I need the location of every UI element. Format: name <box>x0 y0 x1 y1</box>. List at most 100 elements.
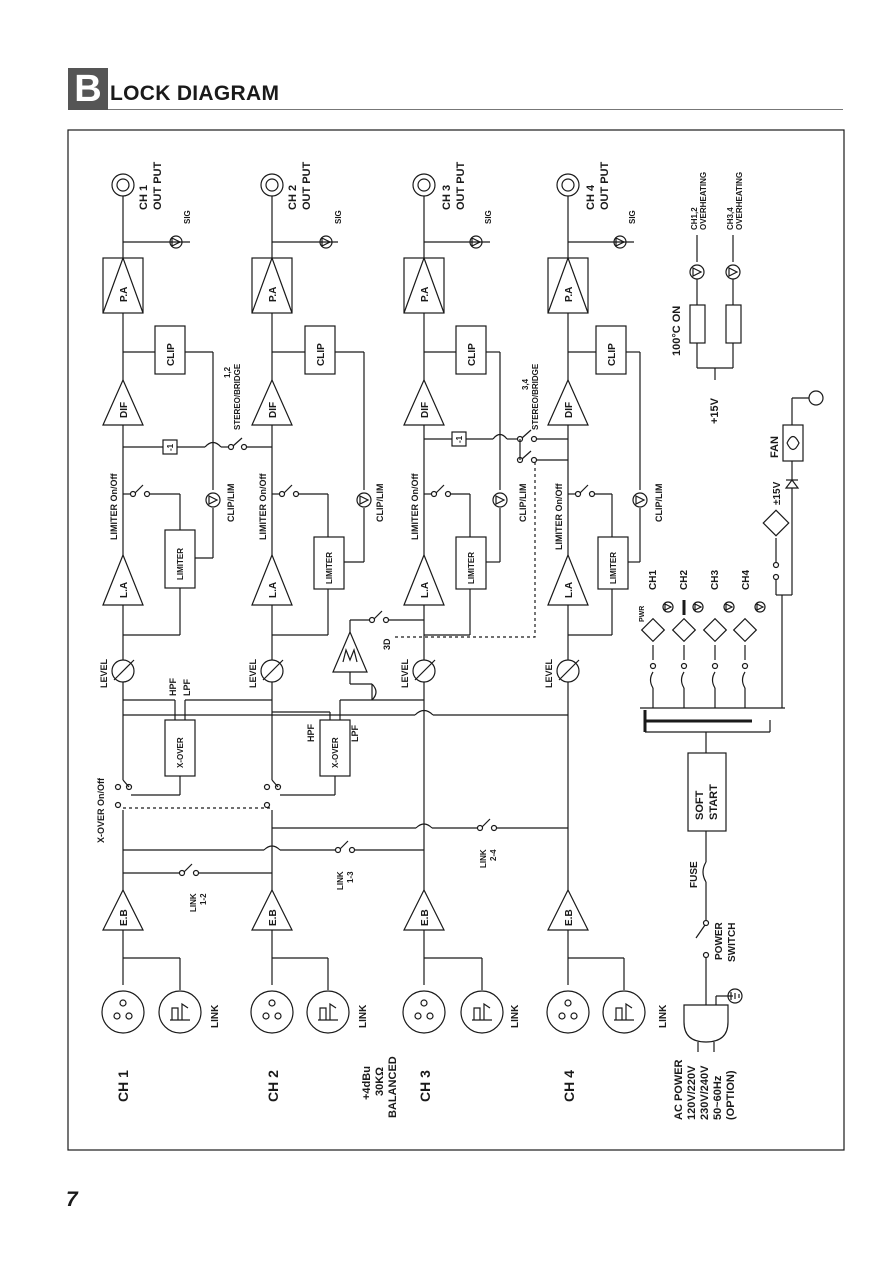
limiter-switch-label: LIMITER On/Off <box>410 473 420 540</box>
xover-label: X-OVER <box>331 737 340 768</box>
level-label: LEVEL <box>99 658 109 688</box>
stereo-bridge-34 <box>424 429 568 464</box>
ch4-led-label: CH4 <box>741 570 752 590</box>
clip-label: CLIP <box>316 343 327 366</box>
clip-lim-label: CLIP/LIM <box>518 484 528 523</box>
clip-blocks <box>123 325 641 490</box>
stereo-bridge-12 <box>123 437 272 455</box>
invert-12-label: -1 <box>166 443 175 451</box>
clip-label: CLIP <box>467 343 478 366</box>
dif-label: DIF <box>564 402 575 418</box>
link-12-sub: 1-2 <box>199 893 208 905</box>
link-12-label: LINK <box>189 893 198 912</box>
dif-amps <box>102 378 589 426</box>
ch1-led-label: CH1 <box>648 570 659 590</box>
pa-label: P.A <box>420 287 431 302</box>
sig-label: SIG <box>183 210 192 224</box>
stereo-bridge-12-num: 1,2 <box>223 366 232 378</box>
eb-label: E.B <box>268 909 279 926</box>
overheat-12-label-2: OVERHEATING <box>699 172 708 230</box>
overheat-12-label: CH1,2 <box>690 207 699 230</box>
pa-label: P.A <box>268 287 279 302</box>
stereo-bridge-12-label: STEREO/BRIDGE <box>233 363 242 430</box>
three-d-label: 3D <box>382 638 392 650</box>
title-rule <box>108 109 843 110</box>
eb-label: E.B <box>119 909 130 926</box>
hpf-label: HPF <box>306 723 316 742</box>
sig-label: SIG <box>484 210 493 224</box>
limiter-switch-label: LIMITER On/Off <box>109 473 119 540</box>
pa-label: P.A <box>119 287 130 302</box>
limiter-label: LIMITER <box>176 548 185 580</box>
fuse-label: FUSE <box>689 861 700 888</box>
pm15-label: ±15V <box>772 481 783 505</box>
eb-label: E.B <box>420 909 431 926</box>
page-title: LOCK DIAGRAM <box>110 82 280 105</box>
clip-label: CLIP <box>607 343 618 366</box>
sig-label: SIG <box>628 210 637 224</box>
level-label: LEVEL <box>544 658 554 688</box>
ch4-output-label-2: OUT PUT <box>599 161 611 210</box>
xover-circuits <box>114 683 568 809</box>
transformer-bus <box>640 707 785 1005</box>
thermal-switch-label: 100°C ON <box>671 306 683 356</box>
input-spec-1: +4dBu <box>361 1066 373 1100</box>
clip-lim-label: CLIP/LIM <box>226 484 236 523</box>
link-switches <box>123 818 568 877</box>
power-switch-label-2: SWITCH <box>727 923 738 962</box>
link-13-sub: 1-3 <box>346 871 355 883</box>
link-24-sub: 2-4 <box>489 849 498 861</box>
fan-circuit <box>762 390 824 708</box>
lpf-label: LPF <box>182 678 192 696</box>
soft-start-label-2: START <box>708 784 720 820</box>
limiter-circuits <box>123 484 648 636</box>
ch3-led-label: CH3 <box>710 570 721 590</box>
power-switch-label: POWER <box>714 921 725 960</box>
soft-start-label: SOFT <box>694 790 706 820</box>
ch2-output-label-2: OUT PUT <box>301 161 313 210</box>
diagram-frame <box>67 129 845 1151</box>
eb-label: E.B <box>564 909 575 926</box>
fan-label: FAN <box>769 436 781 458</box>
stereo-bridge-34-label: STEREO/BRIDGE <box>531 363 540 430</box>
overheat-leds <box>689 235 742 380</box>
link-jack-label: LINK <box>658 1004 669 1028</box>
overheat-34-label: CH3,4 <box>726 207 735 230</box>
ch4-output-label: CH 4 <box>585 184 597 210</box>
three-d-circuit <box>332 462 536 700</box>
ch3-output-label-2: OUT PUT <box>455 161 467 210</box>
xover-label: X-OVER <box>176 737 185 768</box>
ac-power-option: (OPTION) <box>725 1070 737 1120</box>
input-spec-2: 30KΩ <box>374 1067 386 1096</box>
clip-lim-label: CLIP/LIM <box>654 484 664 523</box>
lpf-label: LPF <box>350 724 360 742</box>
input-spec-3: BALANCED <box>387 1056 399 1118</box>
la-label: L.A <box>119 582 130 598</box>
la-amps <box>102 553 589 606</box>
ch1-name: CH 1 <box>115 1070 131 1102</box>
link-24-label: LINK <box>479 849 488 868</box>
ac-power-voltage-2: 230V/240V <box>699 1065 711 1120</box>
ch1-output-label-2: OUT PUT <box>152 161 164 210</box>
page-number: 7 <box>66 1188 78 1211</box>
ch2-led-label: CH2 <box>679 570 690 590</box>
pa-label: P.A <box>564 287 575 302</box>
overheat-34-label-2: OVERHEATING <box>735 172 744 230</box>
la-label: L.A <box>564 582 575 598</box>
link-jack-label: LINK <box>358 1004 369 1028</box>
link-jack-label: LINK <box>510 1004 521 1028</box>
la-label: L.A <box>420 582 431 598</box>
level-label: LEVEL <box>248 658 258 688</box>
ch3-output-label: CH 3 <box>441 185 453 210</box>
plus15-label: +15V <box>709 397 721 424</box>
dif-label: DIF <box>420 402 431 418</box>
link-jack-label: LINK <box>210 1004 221 1028</box>
link-13-label: LINK <box>336 871 345 890</box>
level-label: LEVEL <box>400 658 410 688</box>
ac-power-frequency: 50~60Hz <box>712 1075 724 1120</box>
eb-amps <box>102 888 589 931</box>
level-pots <box>111 659 580 683</box>
ac-power-voltage-1: 120V/220V <box>686 1065 698 1120</box>
clip-lim-label: CLIP/LIM <box>375 484 385 523</box>
